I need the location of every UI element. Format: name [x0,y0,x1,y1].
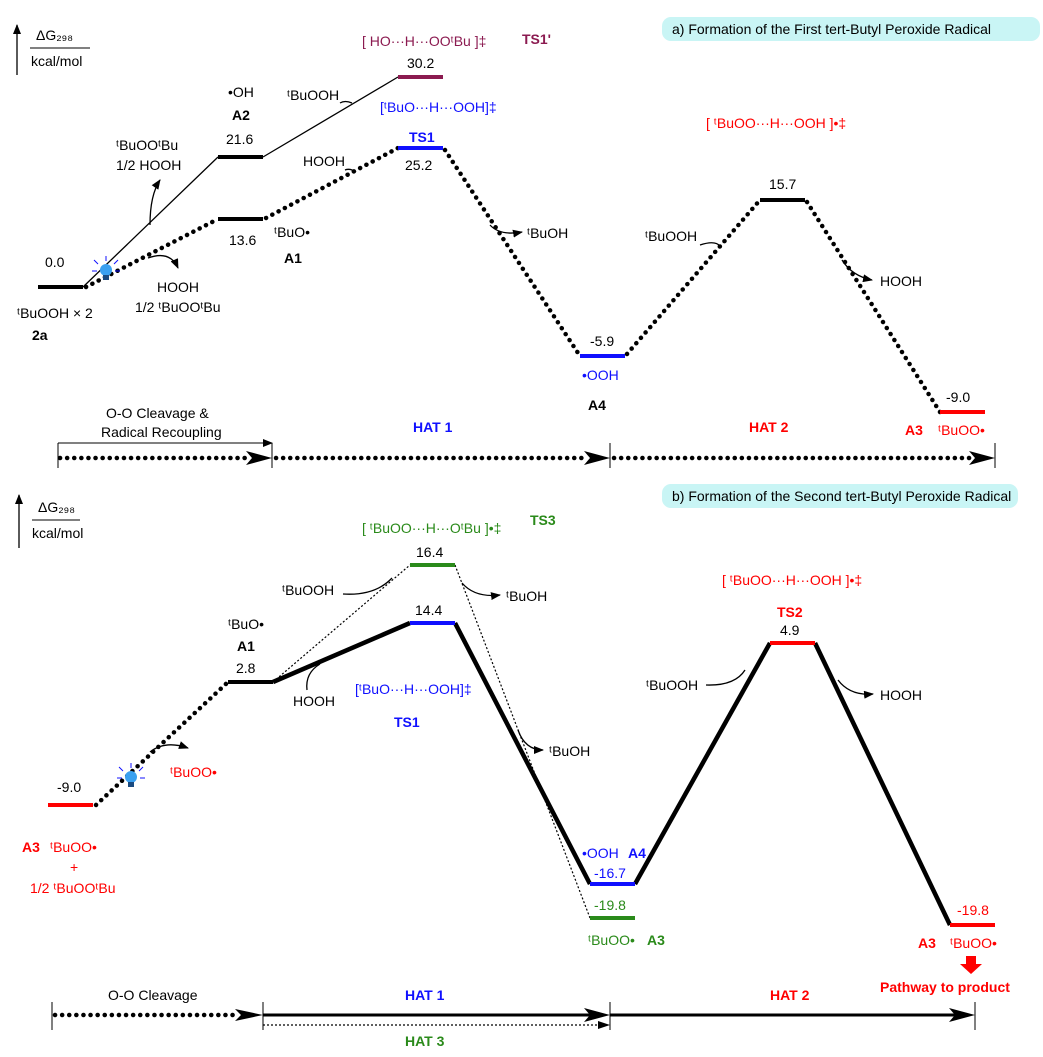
annot-out-tbuoh-1: ᵗBuOH [506,588,547,604]
annot-in-tbuooh-2: ᵗBuOOH [645,228,697,244]
value-TS1-b: 14.4 [415,602,442,618]
label-A1: A1 [284,250,302,266]
panel-a: ΔG₂₉₈ kcal/mol a) Formation of the First… [13,17,1040,468]
stage-hat1-b: HAT 1 [405,987,445,1003]
value-A3: -9.0 [946,389,970,405]
value-A3-green: -19.8 [594,897,626,913]
stage-hat1: HAT 1 [413,419,453,435]
species-A4-b: •OOH [582,845,619,861]
label-A2: A2 [232,107,250,123]
stage-hat2-b: HAT 2 [770,987,810,1003]
label-2a: 2a [32,327,48,343]
label-TS1-b: TS1 [394,714,420,730]
value-TS3: 16.4 [416,544,443,560]
axis-label-top: ΔG₂₉₈ [36,27,73,43]
panel-b-title: b) Formation of the Second tert-Butyl Pe… [672,488,1011,504]
structure-TS1: [ᵗBuO···H···OOH]‡ [380,99,497,115]
species-A2: •OH [228,84,254,100]
value-TS1-prime: 30.2 [407,55,434,71]
annot-tbuootbu: ᵗBuOOᵗBu [116,137,178,153]
species-A1-b: ᵗBuO• [228,616,264,632]
stage-oo-cleavage-b: O-O Cleavage [108,987,198,1003]
extra-A3-start: 1/2 ᵗBuOOᵗBu [30,880,116,896]
stage-oo-cleavage-2: Radical Recoupling [101,424,222,440]
axis-label-bottom: kcal/mol [31,53,82,69]
species-2a: ᵗBuOOH × 2 [17,305,93,321]
panel-a-title: a) Formation of the First tert-Butyl Per… [672,21,991,37]
label-A4: A4 [588,397,606,413]
value-A1-b: 2.8 [236,660,256,676]
value-A2: 21.6 [226,131,253,147]
light-bulb-icon [91,255,121,281]
label-A3-green: A3 [647,932,665,948]
y-axis-a: ΔG₂₉₈ kcal/mol [13,24,90,75]
annot-out-hooh-b: HOOH [880,687,922,703]
species-A3: ᵗBuOO• [938,422,985,438]
label-A3: A3 [905,422,923,438]
label-TS2-b: TS2 [777,604,803,620]
label-A3-start: A3 [22,839,40,855]
value-A3-end: -19.8 [957,902,989,918]
species-A3-green: ᵗBuOO• [588,932,635,948]
structure-TS1-b: [ᵗBuO···H···OOH]‡ [355,681,472,697]
value-2a: 0.0 [45,254,65,270]
annot-half-hooh: 1/2 HOOH [116,157,181,173]
value-A4: -5.9 [590,333,614,349]
annot-hooh: HOOH [157,279,199,295]
annot-out-tbuoh-2: ᵗBuOH [549,743,590,759]
plus-sign: + [70,859,78,875]
label-TS1-prime: TS1' [522,31,551,47]
panel-b-title-bg [662,484,1018,508]
value-TS2: 15.7 [769,176,796,192]
stage-axis-b: O-O Cleavage HAT 1 HAT 2 HAT 3 [51,987,976,1049]
panel-b: ΔG₂₉₈ kcal/mol b) Formation of the Secon… [15,484,1018,1049]
species-A3-end: ᵗBuOO• [950,935,997,951]
axis-label-bottom-b: kcal/mol [32,525,83,541]
structure-TS2-b: [ ᵗBuOO···H···OOH ]•‡ [722,572,862,588]
panel-a-title-bg [662,17,1040,41]
species-A4: •OOH [582,367,619,383]
value-A4-b: -16.7 [594,865,626,881]
annot-out-hooh: HOOH [880,273,922,289]
stage-hat2: HAT 2 [749,419,789,435]
stage-axis-a: O-O Cleavage & Radical Recoupling HAT 1 … [57,405,996,468]
annot-in-tbuooh: ᵗBuOOH [287,87,339,103]
annot-half-tbuootbu: 1/2 ᵗBuOOᵗBu [135,299,221,315]
structure-TS2: [ ᵗBuOO···H···OOH ]•‡ [706,115,846,131]
structure-TS1-prime: [ HO···H···OOᵗBu ]‡ [362,33,486,49]
species-A1: ᵗBuO• [274,224,310,240]
stage-hat3: HAT 3 [405,1033,445,1049]
label-A1-b: A1 [237,638,255,654]
label-TS3: TS3 [530,512,556,528]
annot-out-tbuoh: ᵗBuOH [527,225,568,241]
annot-in-hooh: HOOH [303,153,345,169]
annot-in-hooh-b: HOOH [293,693,335,709]
value-A3-start: -9.0 [57,779,81,795]
label-A4-b: A4 [628,845,646,861]
value-TS2-b: 4.9 [780,622,800,638]
y-axis-b: ΔG₂₉₈ kcal/mol [15,494,83,548]
species-A3-start: ᵗBuOO• [50,839,97,855]
label-TS1: TS1 [409,129,435,145]
value-TS1: 25.2 [405,157,432,173]
label-A3-end: A3 [918,935,936,951]
axis-label-top-b: ΔG₂₉₈ [38,499,75,515]
annot-in-tbuooh-2-b: ᵗBuOOH [646,677,698,693]
value-A1: 13.6 [229,232,256,248]
pathway-to-product: Pathway to product [880,979,1010,995]
stage-oo-cleavage-1: O-O Cleavage & [106,405,209,421]
light-bulb-icon-b [116,762,146,788]
annot-in-tbuooh-b: ᵗBuOOH [282,582,334,598]
annot-out-tbuoo: ᵗBuOO• [170,764,217,780]
structure-TS3: [ ᵗBuOO···H···OᵗBu ]•‡ [362,520,501,536]
down-arrow-icon [960,956,982,974]
